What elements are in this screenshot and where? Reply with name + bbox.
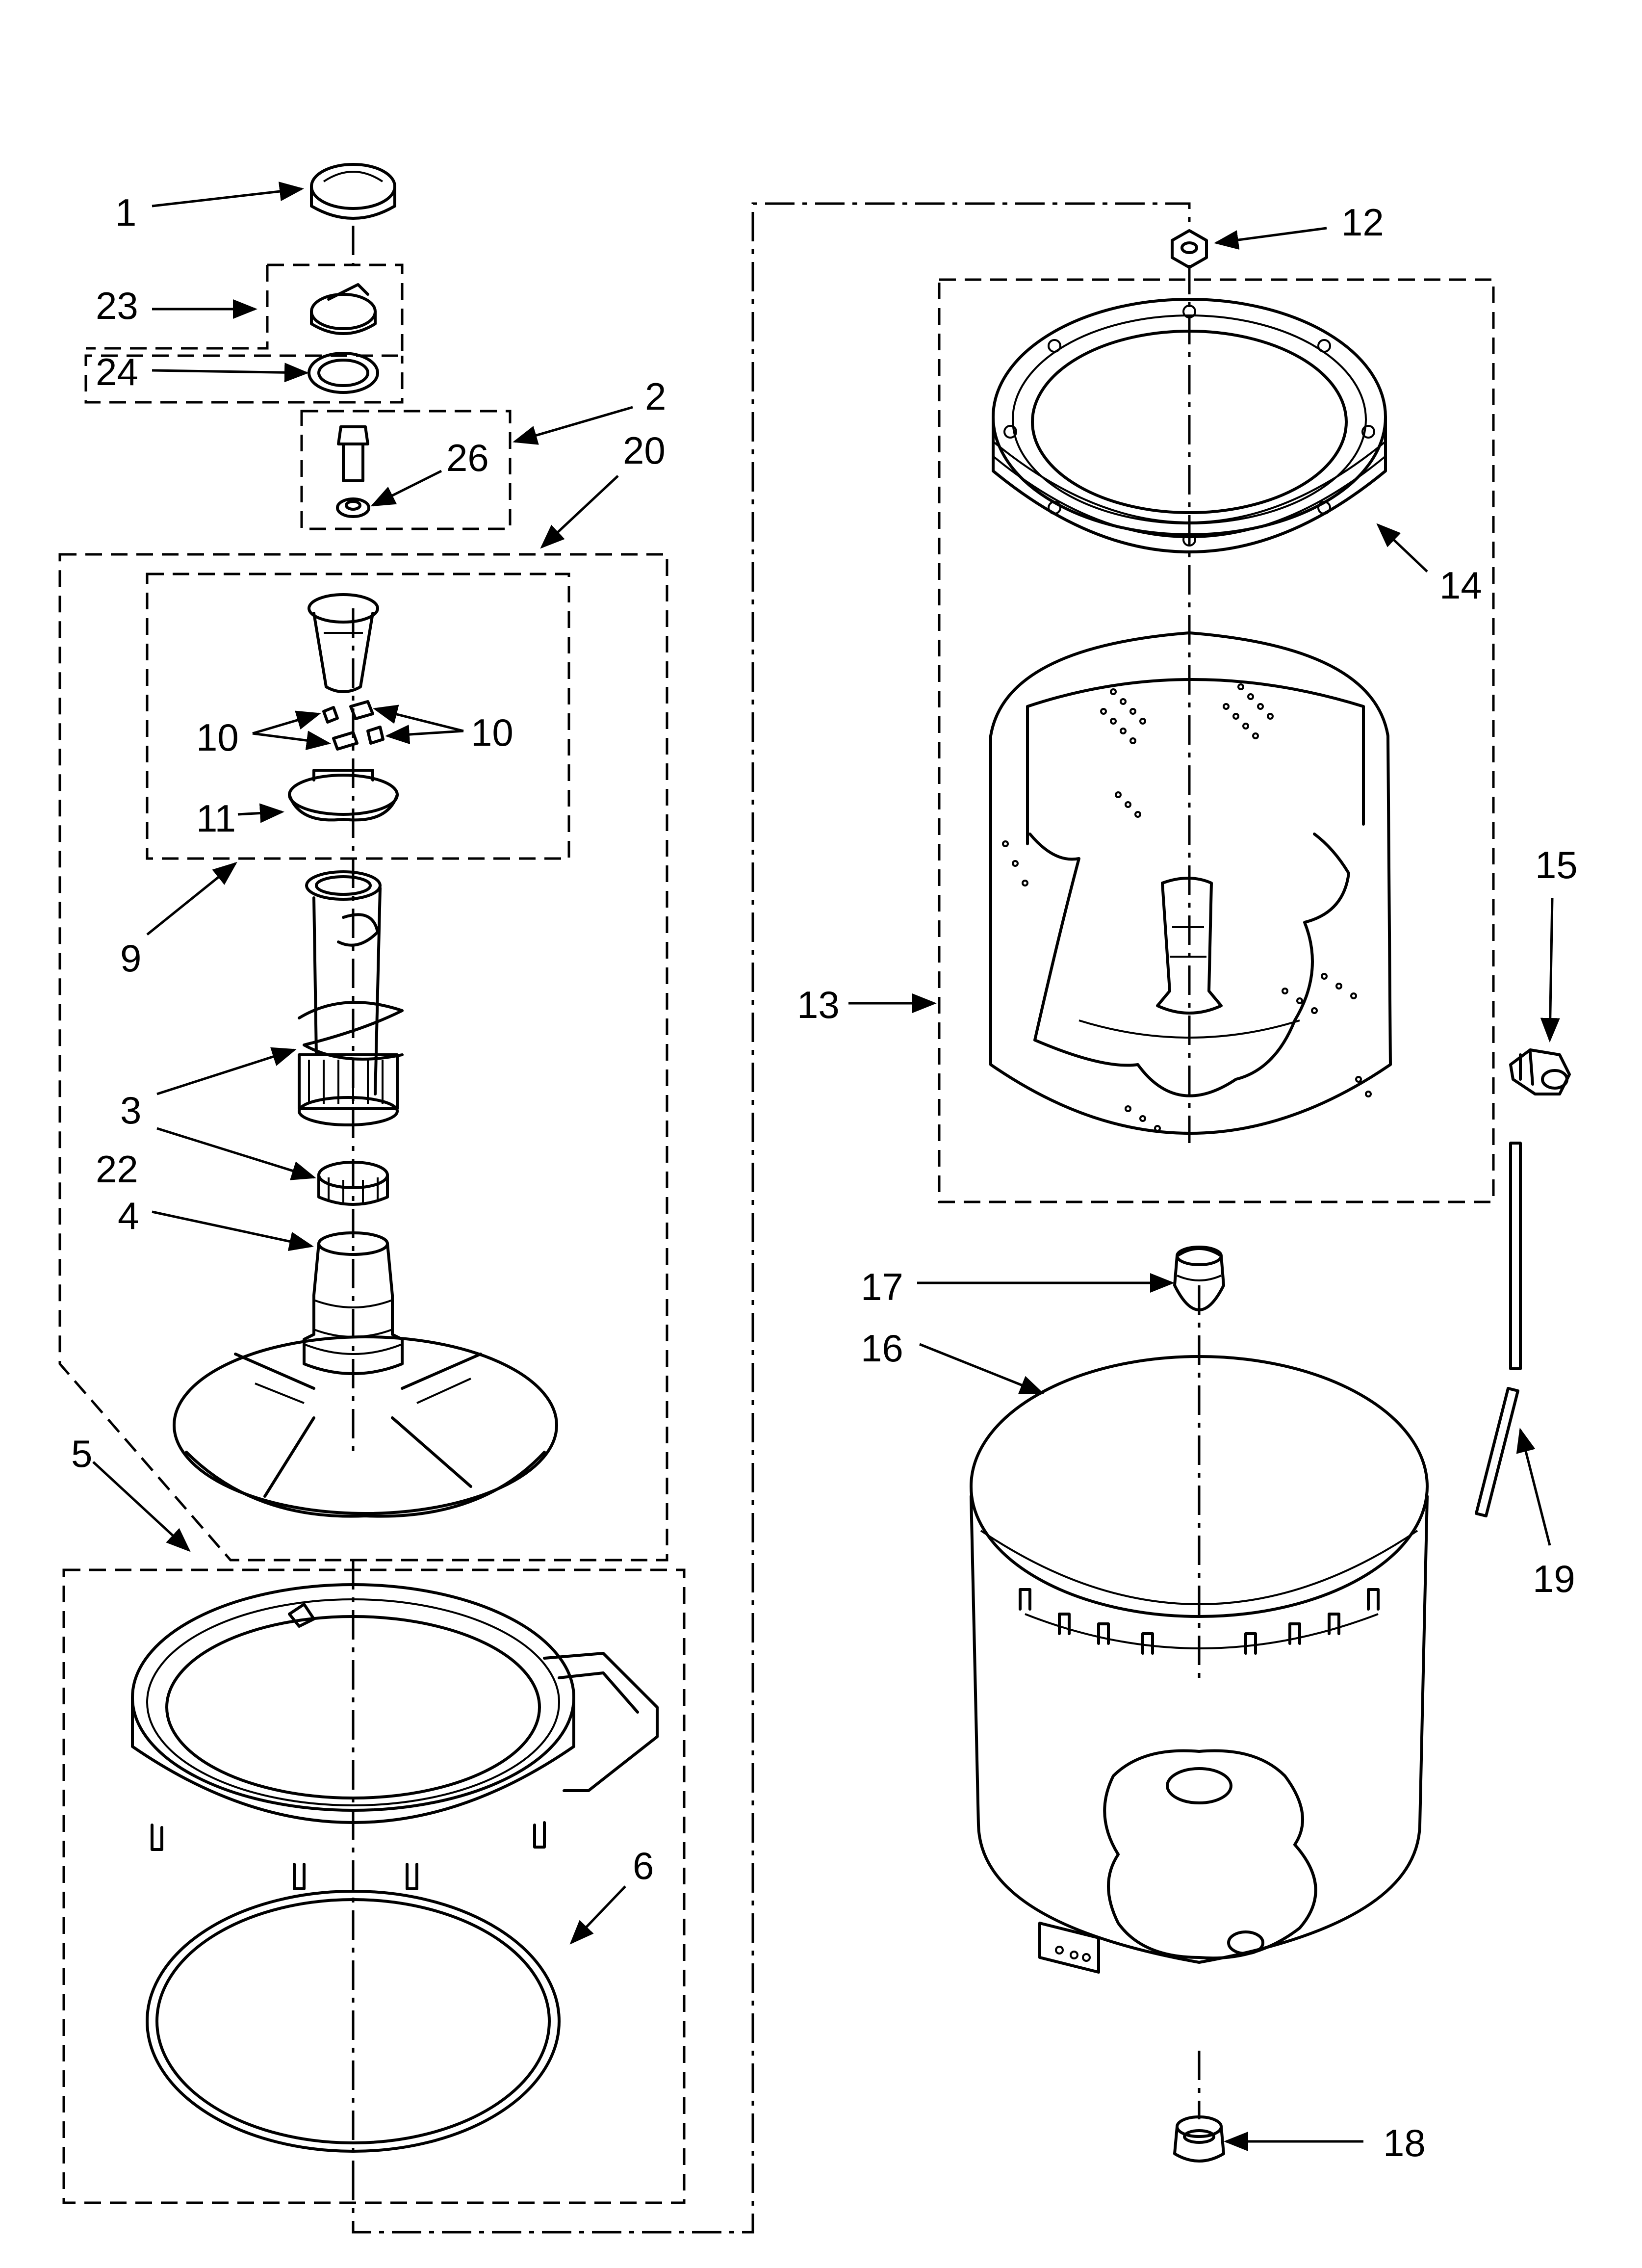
callout-13: 13 — [797, 983, 840, 1026]
part-10-dog-2 — [349, 700, 374, 720]
callout-26: 26 — [446, 436, 489, 479]
part-2-bolt — [336, 425, 370, 518]
box-23-upper — [86, 265, 269, 350]
box-2 — [300, 410, 512, 530]
part-10-dog-3 — [332, 731, 359, 751]
callout-11: 11 — [196, 797, 236, 840]
part-4-agitator-base — [173, 1231, 558, 1518]
part-16-outer-tub — [970, 1355, 1429, 1974]
part-6-ring — [146, 1890, 561, 2153]
part-22-bearing — [317, 1161, 389, 1206]
callout-14: 14 — [1439, 564, 1482, 607]
part-19-hose — [1475, 1142, 1522, 1517]
part-17-bushing — [1173, 1246, 1225, 1311]
callout-10-left: 10 — [196, 716, 239, 759]
part-3-agitator-auger — [298, 870, 404, 1126]
box-9 — [146, 573, 570, 860]
part-15-clip — [1509, 1048, 1571, 1095]
part-18-plug — [1173, 2115, 1225, 2163]
callout-22: 22 — [96, 1147, 138, 1191]
part-9-dogs-assembly — [288, 593, 399, 822]
callout-23: 23 — [96, 284, 138, 327]
callout-10-right: 10 — [471, 711, 513, 754]
basket-perforations — [1002, 683, 1372, 1132]
box-5 — [62, 1568, 686, 2204]
callout-1: 1 — [115, 191, 136, 234]
callout-5: 5 — [71, 1432, 92, 1475]
callout-19: 19 — [1533, 1557, 1575, 1600]
part-5-tub-ring — [131, 1583, 659, 1890]
part-1-cap — [310, 163, 396, 220]
callout-17: 17 — [861, 1265, 903, 1308]
callout-20: 20 — [623, 429, 666, 472]
box-23 — [84, 263, 404, 404]
part-24-seal-ring — [308, 352, 379, 394]
part-10-dog-4 — [366, 726, 385, 745]
callout-9: 9 — [120, 937, 141, 980]
callout-12: 12 — [1341, 201, 1384, 244]
callout-4: 4 — [118, 1194, 139, 1237]
box-20 — [58, 553, 668, 1562]
callout-18: 18 — [1383, 2121, 1426, 2164]
part-10-dog-1 — [322, 706, 339, 724]
box-13 — [938, 278, 1495, 1203]
callout-2: 2 — [645, 375, 666, 418]
callout-16: 16 — [861, 1327, 903, 1370]
callout-6: 6 — [633, 1844, 654, 1887]
callout-24: 24 — [96, 350, 138, 393]
group-boxes — [58, 263, 1495, 2204]
part-11-cam — [288, 769, 399, 822]
part-23-cap-insert — [310, 283, 377, 335]
part-14-balance-ring — [992, 298, 1387, 553]
leader-arrows — [92, 182, 1560, 2151]
callout-labels: 1 23 24 2 26 20 10 10 11 9 3 22 4 5 6 12… — [71, 191, 1578, 2164]
part-12-nut — [1171, 229, 1208, 269]
connector-line — [352, 202, 1191, 2234]
part-13-basket — [989, 631, 1392, 1135]
callout-3: 3 — [120, 1089, 141, 1132]
callout-15: 15 — [1535, 843, 1578, 886]
